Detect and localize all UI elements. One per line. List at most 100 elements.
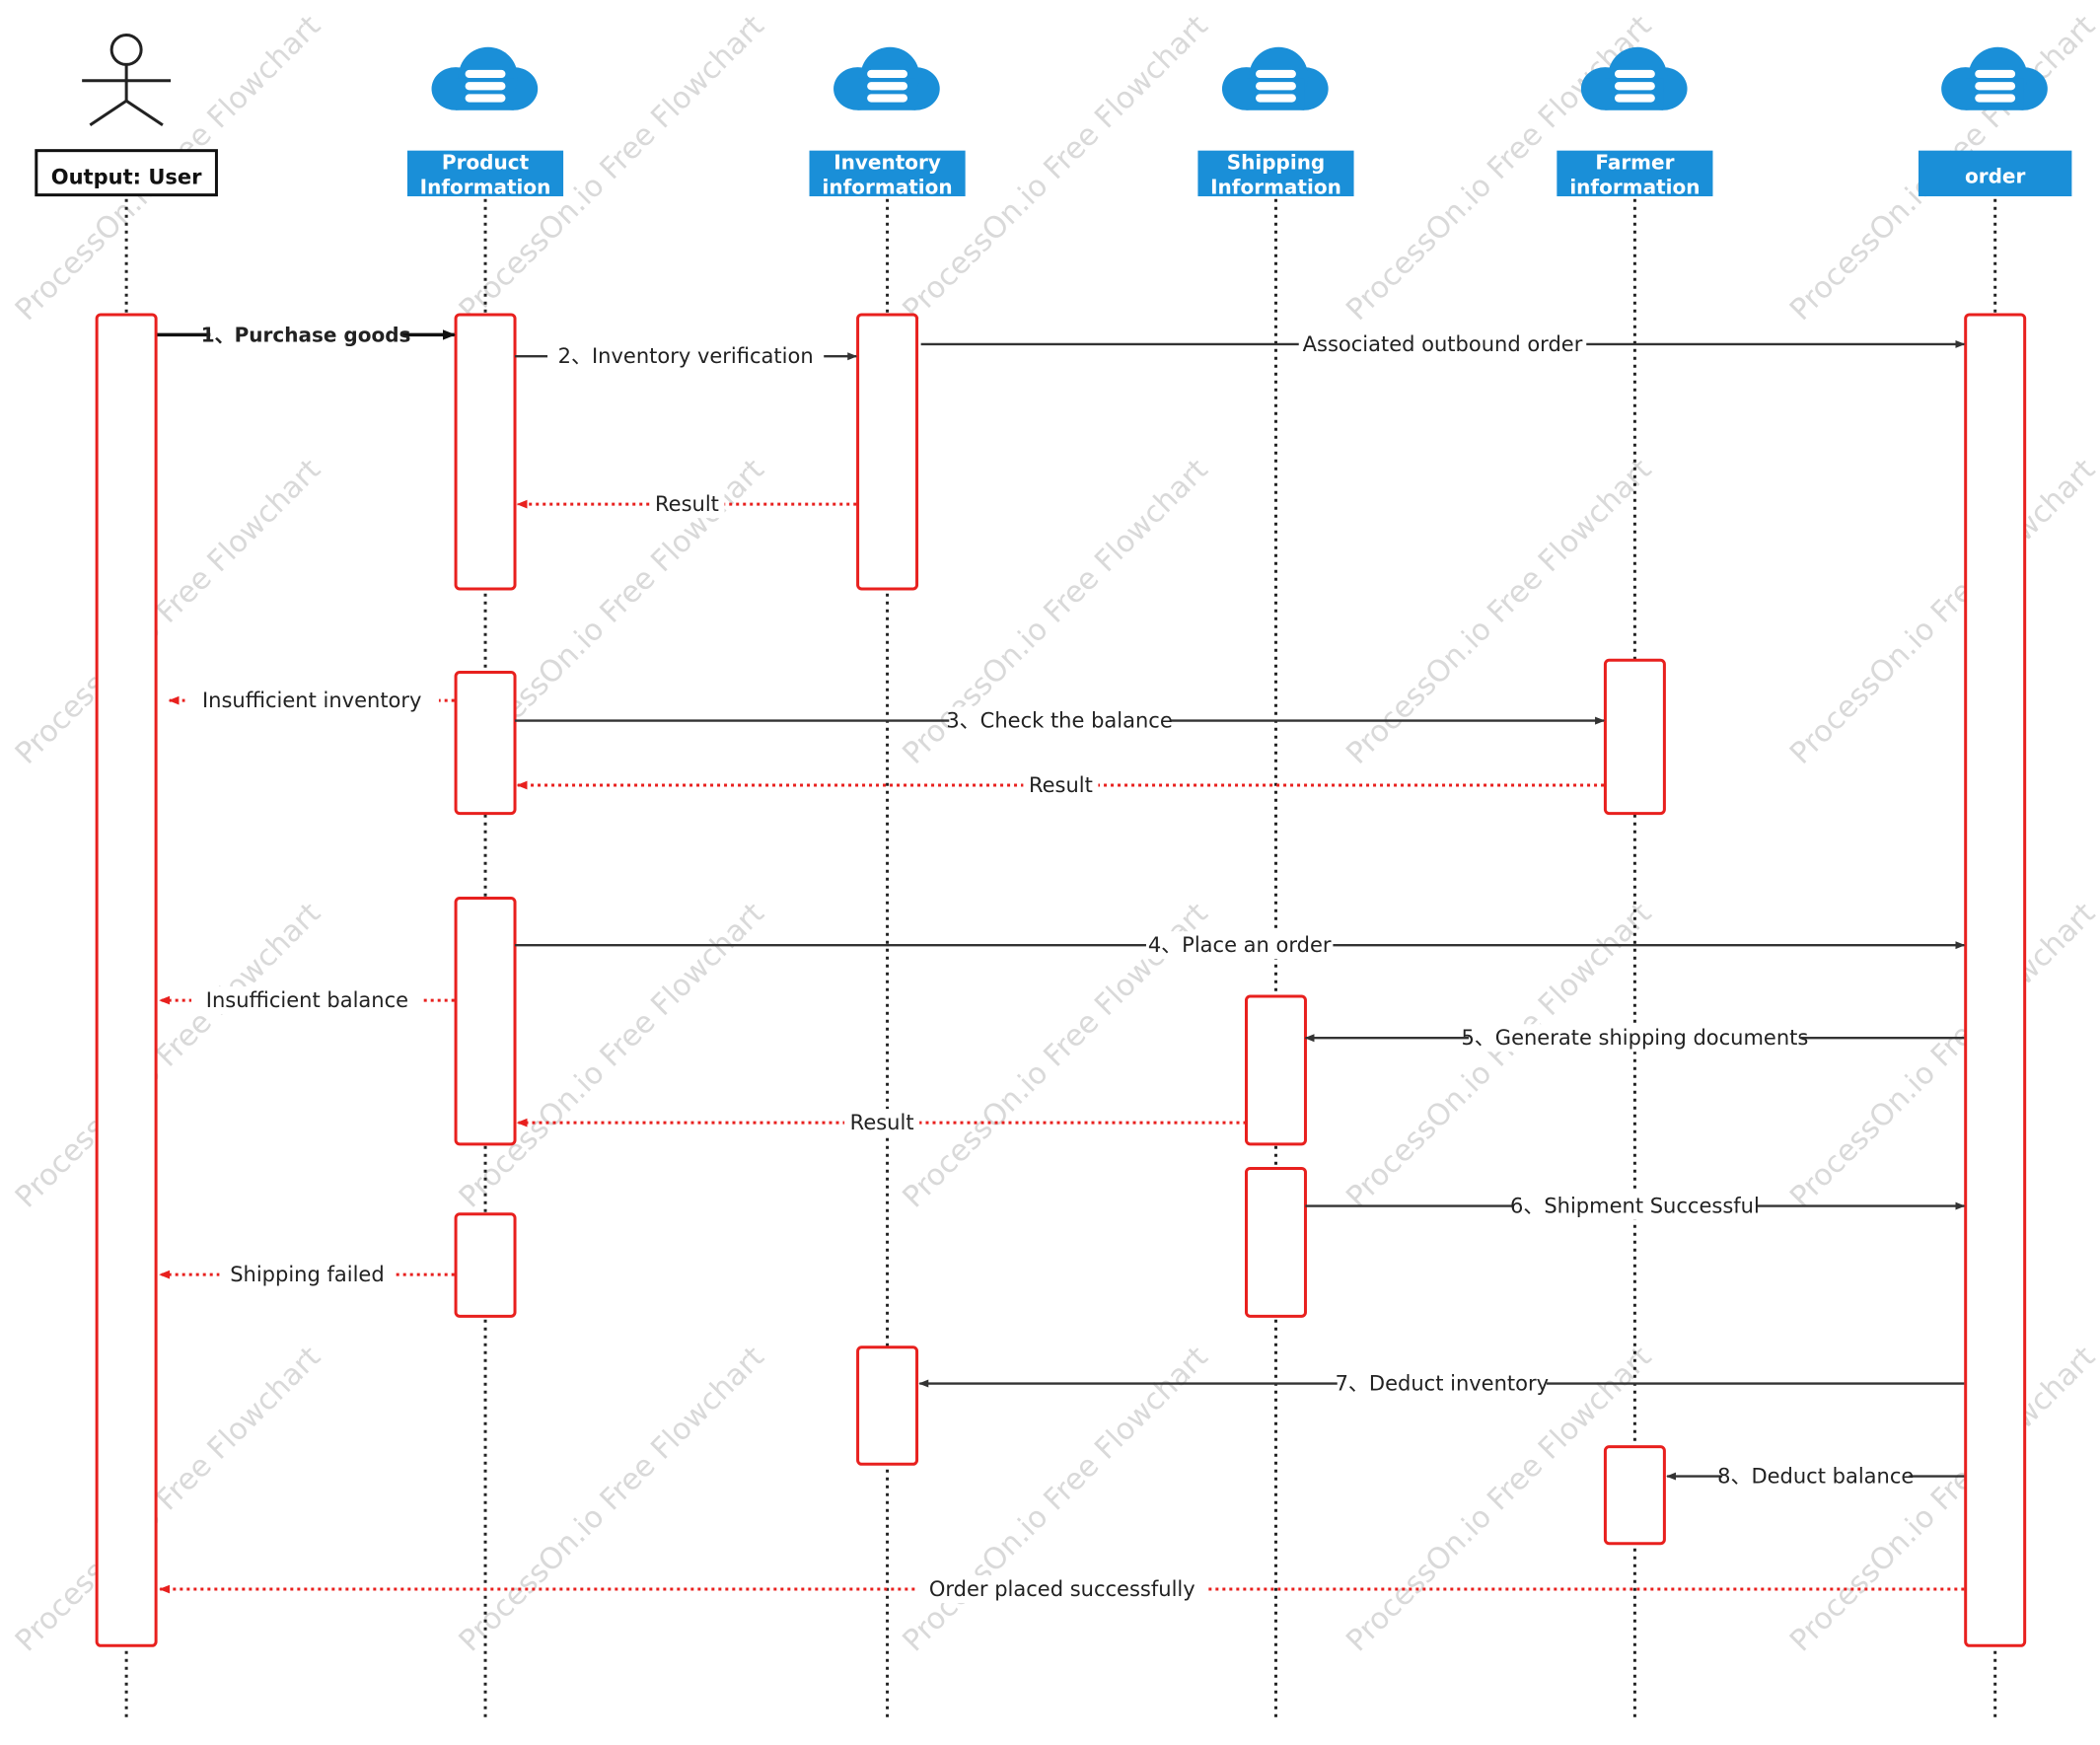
message-label-background <box>1513 1192 1757 1220</box>
activation-bar-farmer <box>1603 1445 1666 1546</box>
message-label-background <box>184 687 439 715</box>
message-arrow: 1、Purchase goods <box>157 321 456 349</box>
cloud-database-icon <box>1580 46 1688 110</box>
message-label: Result <box>850 1111 914 1134</box>
message-label: Shipping failed <box>230 1263 384 1286</box>
activation-bar-inventory <box>856 1345 919 1466</box>
message-label-background <box>1145 931 1334 960</box>
watermark-text: ProcessOn.io Free Flowchart <box>1783 453 2100 771</box>
activation-bar-order <box>1964 313 2027 1647</box>
watermark-text: ProcessOn.io Free Flowchart <box>9 896 327 1214</box>
message-arrow: Result <box>516 490 857 519</box>
message-label: 7、Deduct inventory <box>1336 1372 1550 1396</box>
message-label: Associated outbound order <box>1303 332 1583 356</box>
message-label: Insufficient inventory <box>202 689 422 712</box>
cloud-database-icon <box>833 46 940 110</box>
actor-label-box <box>35 149 218 197</box>
activation-bar-product <box>454 896 517 1146</box>
messages: 1、Purchase goods 2、Inventory verification… <box>157 321 1966 1604</box>
message-arrow: Insufficient inventory <box>168 687 455 715</box>
message-arrow: 5、Generate shipping documents <box>1304 1024 1965 1053</box>
activation-bar-product <box>454 1212 517 1318</box>
watermark-text: ProcessOn.io Free Flowchart <box>1783 1340 2100 1658</box>
activation-bars <box>95 313 2027 1647</box>
watermark-text: ProcessOn.io Free Flowchart <box>9 1340 327 1658</box>
activation-bar-user <box>95 313 158 1647</box>
message-label: 5、Generate shipping documents <box>1461 1026 1808 1050</box>
message-label: 2、Inventory verification <box>558 344 814 368</box>
activation-bar-inventory <box>856 313 919 591</box>
message-arrow: 4、Place an order <box>515 931 1966 960</box>
message-arrow: Result <box>516 1109 1247 1137</box>
message-arrow: 6、Shipment Successful <box>1305 1192 1966 1220</box>
participant-header-box <box>406 150 564 196</box>
message-arrow: Shipping failed <box>159 1261 455 1289</box>
activation-bar-product <box>454 670 517 816</box>
message-label: 6、Shipment Successful <box>1510 1195 1760 1218</box>
watermark-text: ProcessOn.io Free Flowchart <box>1340 896 1658 1214</box>
message-label: 1、Purchase goods <box>201 323 411 346</box>
message-arrow: 8、Deduct balance <box>1666 1462 1965 1491</box>
message-label: Result <box>1029 773 1093 797</box>
message-label-background <box>649 490 725 519</box>
participant-label-line: Inventory <box>833 151 941 175</box>
message-label-background <box>949 706 1170 735</box>
activation-bar-shipping <box>1244 1166 1307 1318</box>
participant-label-line: Product <box>442 151 530 175</box>
participant-user: Output: User <box>35 33 218 197</box>
cloud-database-icon <box>431 46 539 110</box>
message-arrow: Result <box>516 770 1605 799</box>
watermark-text: ProcessOn.io Free Flowchart <box>897 1340 1215 1658</box>
participant-label-line: information <box>823 175 953 198</box>
watermark-text: ProcessOn.io Free Flowchart <box>9 453 327 771</box>
participant-label-line: Farmer <box>1595 151 1674 175</box>
message-label-background <box>547 342 825 371</box>
message-label-background <box>210 321 401 349</box>
participant-header-box <box>1918 150 2072 196</box>
message-label-background <box>1023 770 1099 799</box>
participant-order: order <box>1918 46 2072 196</box>
message-label-background <box>219 1261 396 1289</box>
message-label-background <box>918 1575 1206 1604</box>
cloud-database-icon <box>1221 46 1329 110</box>
message-label-background <box>844 1109 920 1137</box>
message-label-background <box>1337 1369 1547 1398</box>
participant-label-line: Shipping <box>1227 151 1326 175</box>
message-arrow: Insufficient balance <box>159 986 455 1015</box>
participant-label-line: Information <box>1210 175 1341 198</box>
participant-label: order <box>1965 164 2025 187</box>
message-label: Order placed successfully <box>929 1577 1195 1601</box>
participant-headers: Output: UserProductInformationInventoryi… <box>35 33 2072 198</box>
participant-header-box <box>809 150 966 196</box>
participant-header-box <box>1557 150 1713 196</box>
activation-bar-shipping <box>1244 994 1307 1146</box>
message-arrow: 7、Deduct inventory <box>918 1369 1965 1398</box>
message-label-background <box>1468 1024 1801 1053</box>
watermark-text: ProcessOn.io Free Flowchart <box>1783 896 2100 1214</box>
participant-header-box <box>1197 150 1354 196</box>
watermark-text: ProcessOn.io Free Flowchart <box>453 1340 771 1658</box>
activation-bar-farmer <box>1603 658 1666 816</box>
message-label: 3、Check the balance <box>946 709 1172 733</box>
participant-label: Output: User <box>51 166 202 189</box>
message-label: Insufficient balance <box>206 988 408 1012</box>
message-arrow: Associated outbound order <box>920 329 1966 358</box>
stick-figure-icon <box>82 33 172 127</box>
message-arrow: 2、Inventory verification <box>515 342 858 371</box>
message-arrow: 3、Check the balance <box>515 706 1606 735</box>
participant-label-line: information <box>1569 175 1700 198</box>
message-label-background <box>1298 329 1587 358</box>
message-arrow: Order placed successfully <box>159 1575 1965 1604</box>
activation-bar-product <box>454 313 517 591</box>
message-label-background <box>191 986 423 1015</box>
cloud-database-icon <box>1941 46 2048 110</box>
message-label: 8、Deduct balance <box>1717 1465 1914 1489</box>
message-label: 4、Place an order <box>1148 933 1332 957</box>
message-label: Result <box>655 492 719 516</box>
